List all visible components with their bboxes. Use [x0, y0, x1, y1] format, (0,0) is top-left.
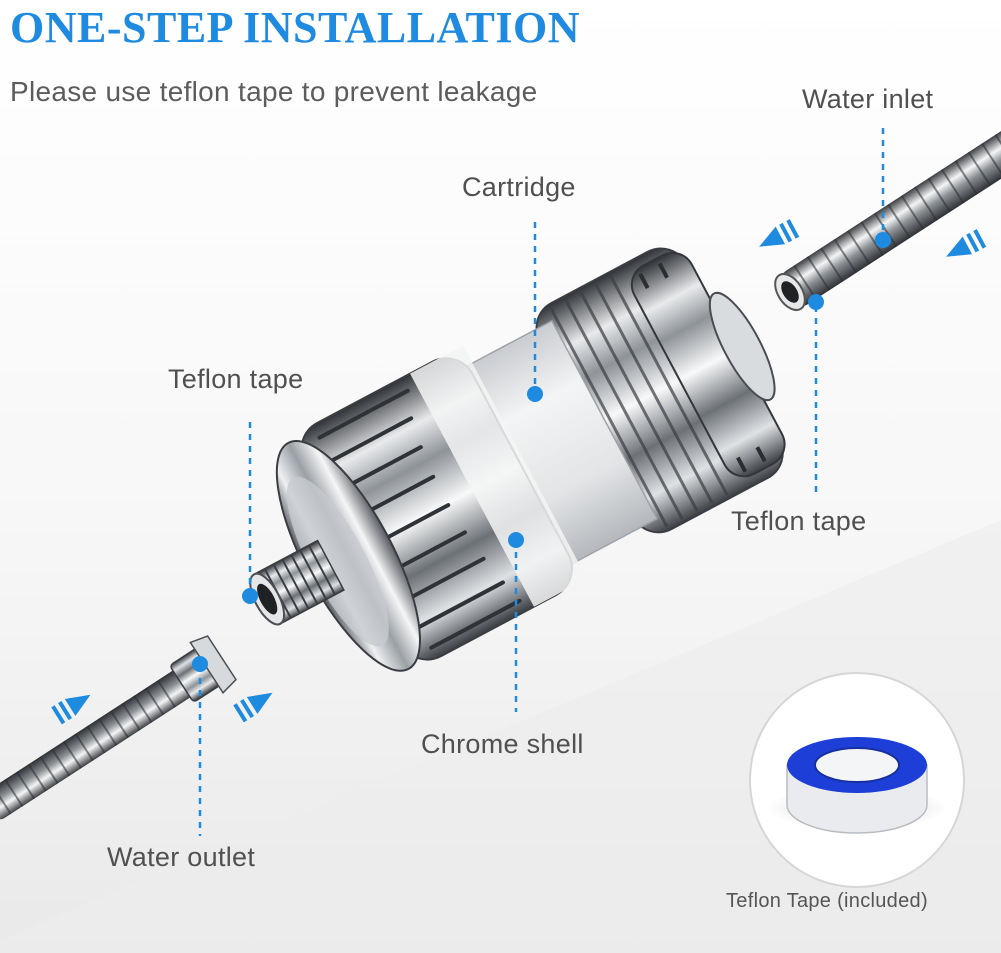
teflon-tape-roll-icon	[786, 737, 928, 834]
inlet-hose	[774, 114, 1001, 312]
inset-caption: Teflon Tape (included)	[726, 890, 928, 912]
page-title: ONE-STEP INSTALLATION	[10, 3, 581, 52]
filter-body	[249, 247, 786, 672]
page-subtitle: Please use teflon tape to prevent leakag…	[10, 76, 538, 107]
label-chrome-shell: Chrome shell	[421, 729, 584, 759]
arrow-outlet-right	[233, 692, 273, 723]
label-teflon-tape-right: Teflon tape	[731, 506, 867, 536]
leader-dots	[192, 232, 891, 672]
floor-shade	[0, 520, 1001, 953]
flow-arrows	[51, 219, 987, 725]
label-water-outlet: Water outlet	[107, 842, 256, 872]
arrow-inlet-left	[759, 219, 800, 247]
arrow-outlet-left	[51, 694, 91, 725]
teflon-tape-inset	[749, 672, 965, 888]
leader-lines	[198, 128, 885, 836]
arrow-inlet-right	[946, 229, 987, 257]
label-cartridge: Cartridge	[462, 172, 576, 202]
label-teflon-tape-left: Teflon tape	[168, 364, 304, 394]
outlet-hose	[0, 635, 237, 820]
label-water-inlet: Water inlet	[802, 84, 934, 114]
